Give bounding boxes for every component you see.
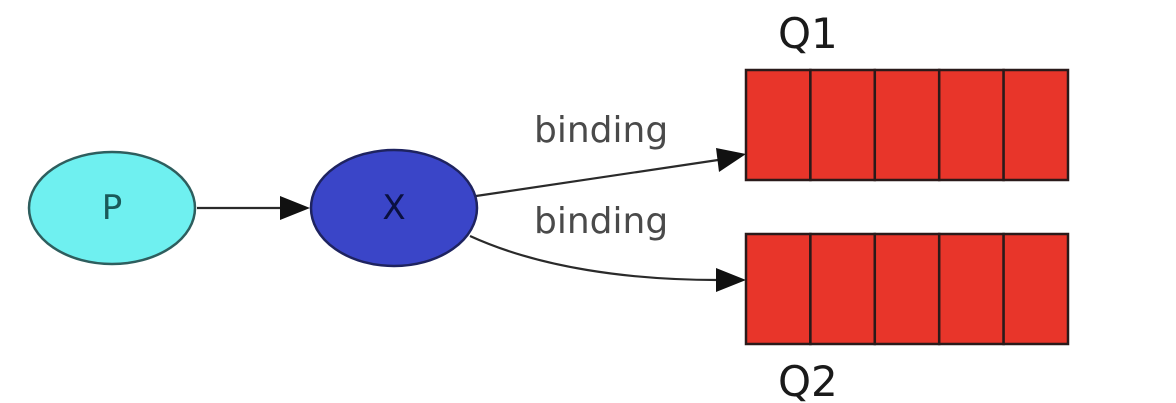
queue-q1-cell	[937, 68, 1005, 182]
queue-q2: Q2	[744, 232, 1070, 403]
queue-q2-cell	[1002, 232, 1070, 346]
queue-q1-cell	[809, 68, 877, 182]
exchange-ellipse	[309, 148, 479, 268]
arrowhead-icon	[716, 268, 746, 292]
arrowhead-icon	[716, 148, 746, 172]
queue-q2-cell	[809, 232, 877, 346]
queue-q1: Q1	[744, 9, 1070, 182]
edge-producer-to-exchange	[197, 196, 310, 220]
queue-q2-cell	[937, 232, 1005, 346]
edge-exchange-to-q1: binding	[475, 110, 746, 198]
queue-q1-cell	[744, 68, 812, 182]
producer-ellipse	[27, 150, 197, 266]
exchange-node: X	[309, 148, 479, 268]
queue-q2-name: Q2	[778, 357, 838, 403]
edge-exchange-to-q2: binding	[469, 201, 746, 292]
queue-q1-name: Q1	[778, 9, 838, 58]
queue-q1-cell	[873, 68, 941, 182]
queue-q2-cell	[873, 232, 941, 346]
exchange-label: X	[382, 188, 405, 228]
producer-label: P	[102, 188, 123, 228]
arrowhead-icon	[280, 196, 310, 220]
edge-label-q2-binding: binding	[534, 201, 668, 242]
queue-q2-cell	[744, 232, 812, 346]
edge-label-q1-binding: binding	[534, 110, 668, 151]
queue-q1-cell	[1002, 68, 1070, 182]
queue-q1-cells	[744, 68, 1070, 182]
queue-q2-cells	[744, 232, 1070, 346]
producer-node: P	[27, 150, 197, 266]
